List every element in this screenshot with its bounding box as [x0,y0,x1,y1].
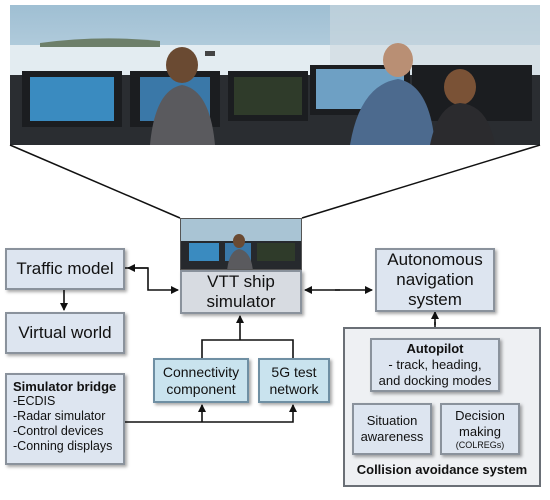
arrow-bridge-to-5g [125,404,297,423]
simulator-photo [10,5,540,145]
situation-awareness-line1: Situation [366,413,418,428]
vtt-simulator-label-line1: VTT ship [207,272,275,291]
connectivity-line2: component [166,380,236,397]
autopilot-line2: and docking modes [378,373,492,388]
decision-making-line3: (COLREGs) [455,439,505,450]
connectivity-component-box: Connectivity component [153,358,249,403]
autopilot-box: Autopilot - track, heading, and docking … [370,338,500,392]
traffic-model-label: Traffic model [16,259,114,278]
collision-avoidance-text: Collision avoidance system [356,462,528,477]
autonomous-nav-line1: Autonomous [387,250,483,269]
connectivity-line1: Connectivity [162,363,240,380]
vtt-simulator-box: VTT ship simulator [180,270,302,314]
virtual-world-label: Virtual world [18,323,112,342]
simulator-bridge-box: Simulator bridge -ECDIS -Radar simulator… [5,373,125,465]
decision-making-line2: making [459,423,501,439]
simulator-bridge-title: Simulator bridge [13,379,117,394]
virtual-world-box: Virtual world [5,312,125,354]
autonomous-nav-line3: system [408,290,462,309]
network-bracket [201,339,294,358]
arrow-traffic-to-simulator [125,267,179,294]
decision-making-line1: Decision [455,407,505,423]
simulator-bridge-item: -Conning displays [13,439,113,453]
zoom-line-right [301,144,541,219]
simulator-bridge-item: -ECDIS [13,394,56,408]
vtt-simulator-label-line2: simulator [206,292,276,311]
autopilot-line1: - track, heading, [388,357,482,372]
situation-awareness-line2: awareness [360,429,424,444]
decision-making-box: Decision making (COLREGs) [440,403,520,455]
autonomous-navigation-box: Autonomous navigation system [375,248,495,312]
5g-test-line2: network [269,380,319,397]
simulator-thumbnail [180,218,302,270]
zoom-line-left [9,144,181,219]
autonomous-nav-line2: navigation [396,270,474,289]
simulator-bridge-item: -Radar simulator [13,409,106,423]
simulator-bridge-item: -Control devices [13,424,104,438]
traffic-model-box: Traffic model [5,248,125,290]
situation-awareness-box: Situation awareness [352,403,432,455]
5g-test-network-box: 5G test network [258,358,330,403]
autopilot-title: Autopilot [406,341,464,356]
5g-test-line1: 5G test [271,363,317,380]
collision-avoidance-label: Collision avoidance system [343,461,541,479]
